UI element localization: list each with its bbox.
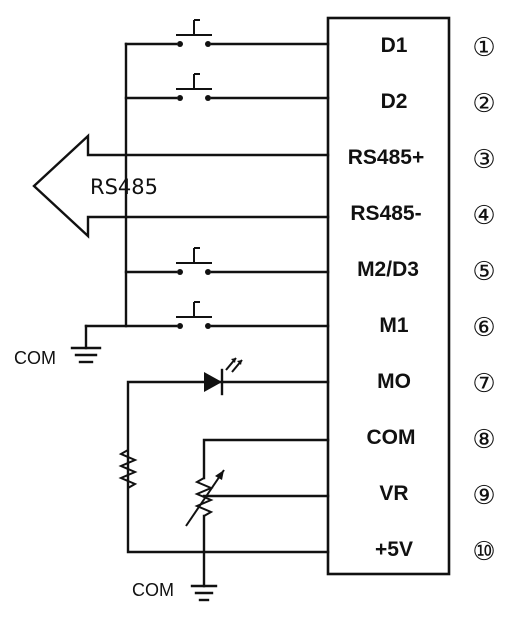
terminal-label-5v: +5V <box>375 538 413 561</box>
ground-left-label: COM <box>14 348 56 368</box>
terminal-block <box>326 16 451 576</box>
pin-number-1: ① <box>472 33 495 63</box>
pin-number-4: ④ <box>472 201 495 231</box>
ground-left: COM <box>14 324 102 368</box>
pin-numbers: ① ② ③ ④ ⑤ ⑥ ⑦ ⑧ ⑨ ⑩ <box>472 33 495 567</box>
rs485-bus-label: RS485 <box>90 175 158 199</box>
switch-m2-d3 <box>124 247 330 275</box>
switch-d2 <box>124 73 330 101</box>
terminal-label-vr: VR <box>379 482 408 505</box>
pin-number-3: ③ <box>472 145 495 175</box>
terminal-label-rs485-minus: RS485- <box>350 202 421 225</box>
pin-number-6: ⑥ <box>472 313 495 343</box>
switch-d1 <box>124 19 330 47</box>
pin-number-8: ⑧ <box>472 425 495 455</box>
pin-number-10: ⑩ <box>472 537 495 567</box>
rs485-bus-arrow: RS485 <box>32 133 330 239</box>
mo-led-circuit <box>118 357 330 554</box>
terminal-label-mo: MO <box>377 370 411 393</box>
ground-bottom: COM <box>132 580 218 602</box>
resistor-icon <box>118 444 138 494</box>
terminal-label-rs485-plus: RS485+ <box>348 146 424 169</box>
potentiometer-circuit <box>185 438 330 588</box>
pin-number-9: ⑨ <box>472 481 495 511</box>
terminal-labels: D1 D2 RS485+ RS485- M2/D3 M1 MO COM VR +… <box>348 34 424 561</box>
pin-number-7: ⑦ <box>472 369 495 399</box>
terminal-label-m1: M1 <box>379 314 408 337</box>
terminal-label-d2: D2 <box>381 90 408 113</box>
terminal-label-m2-d3: M2/D3 <box>357 258 419 281</box>
switch-m1 <box>84 301 330 329</box>
terminal-label-com: COM <box>367 426 416 449</box>
pin-number-2: ② <box>472 89 495 119</box>
ground-bottom-label: COM <box>132 580 174 600</box>
terminal-label-d1: D1 <box>381 34 408 57</box>
led-icon <box>204 372 222 392</box>
pin-number-5: ⑤ <box>472 257 495 287</box>
